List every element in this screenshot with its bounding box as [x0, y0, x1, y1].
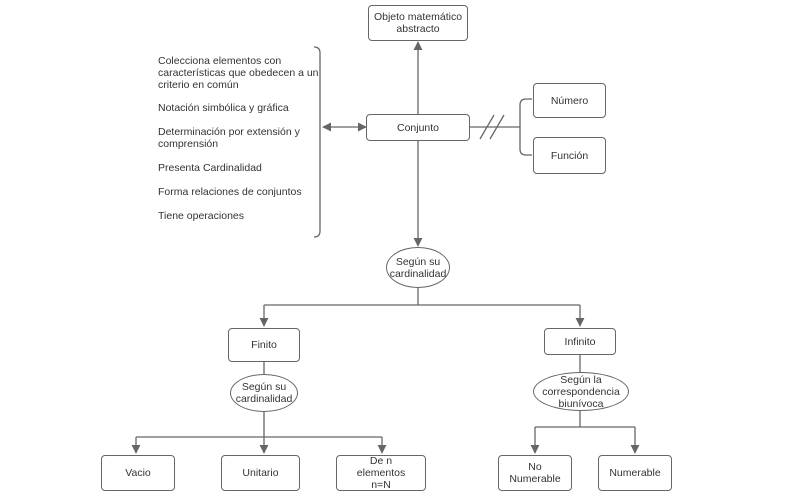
node-funcion: Función	[533, 137, 606, 174]
node-finito: Finito	[228, 328, 300, 362]
node-unitario-label: Unitario	[242, 467, 279, 479]
node-segun-correspondencia: Según la correspondencia biunívoca	[533, 372, 629, 411]
node-numerable-label: Numerable	[609, 467, 661, 479]
node-no-numerable: No Numerable	[498, 455, 572, 491]
node-infinito: Infinito	[544, 328, 616, 355]
node-no-numerable-label: No Numerable	[509, 461, 561, 485]
node-finito-segun-cardinalidad-label: Según su cardinalidad	[235, 381, 293, 405]
property-item: Tiene operaciones	[158, 210, 323, 222]
node-numero-label: Número	[550, 94, 589, 107]
node-objeto-matematico: Objeto matemático abstracto	[368, 5, 468, 41]
properties-bracket	[313, 46, 321, 238]
property-item: Presenta Cardinalidad	[158, 162, 323, 174]
node-vacio: Vacio	[101, 455, 175, 491]
property-item: Colecciona elementos con características…	[158, 55, 323, 91]
node-unitario: Unitario	[221, 455, 300, 491]
slash-1	[479, 114, 495, 140]
node-vacio-label: Vacio	[125, 467, 151, 479]
slash-2	[489, 114, 505, 140]
node-n-elementos-label: De n elementos n=N	[356, 455, 406, 491]
node-segun-correspondencia-label: Según la correspondencia biunívoca	[542, 373, 620, 410]
property-text: Tiene operaciones	[158, 210, 244, 222]
node-objeto-label: Objeto matemático abstracto	[373, 11, 463, 35]
node-numerable: Numerable	[598, 455, 672, 491]
property-text: Colecciona elementos con características…	[158, 55, 319, 91]
node-n-elementos: De n elementos n=N	[336, 455, 426, 491]
node-numero: Número	[533, 83, 606, 118]
node-conjunto-label: Conjunto	[396, 121, 440, 134]
node-segun-cardinalidad-label: Según su cardinalidad	[389, 255, 447, 280]
property-item: Determinación por extensión y comprensió…	[158, 126, 308, 150]
property-item: Forma relaciones de conjuntos	[158, 186, 323, 198]
property-item: Notación simbólica y gráfica	[158, 102, 323, 114]
node-finito-segun-cardinalidad: Según su cardinalidad	[230, 374, 298, 412]
node-funcion-label: Función	[550, 149, 589, 162]
property-text: Notación simbólica y gráfica	[158, 102, 289, 114]
node-infinito-label: Infinito	[564, 335, 596, 348]
property-text: Forma relaciones de conjuntos	[158, 186, 302, 198]
node-finito-label: Finito	[251, 339, 277, 351]
property-text: Determinación por extensión y comprensió…	[158, 126, 300, 150]
node-segun-cardinalidad: Según su cardinalidad	[386, 247, 450, 288]
node-conjunto: Conjunto	[366, 114, 470, 141]
types-bracket	[519, 98, 532, 156]
property-text: Presenta Cardinalidad	[158, 162, 262, 174]
